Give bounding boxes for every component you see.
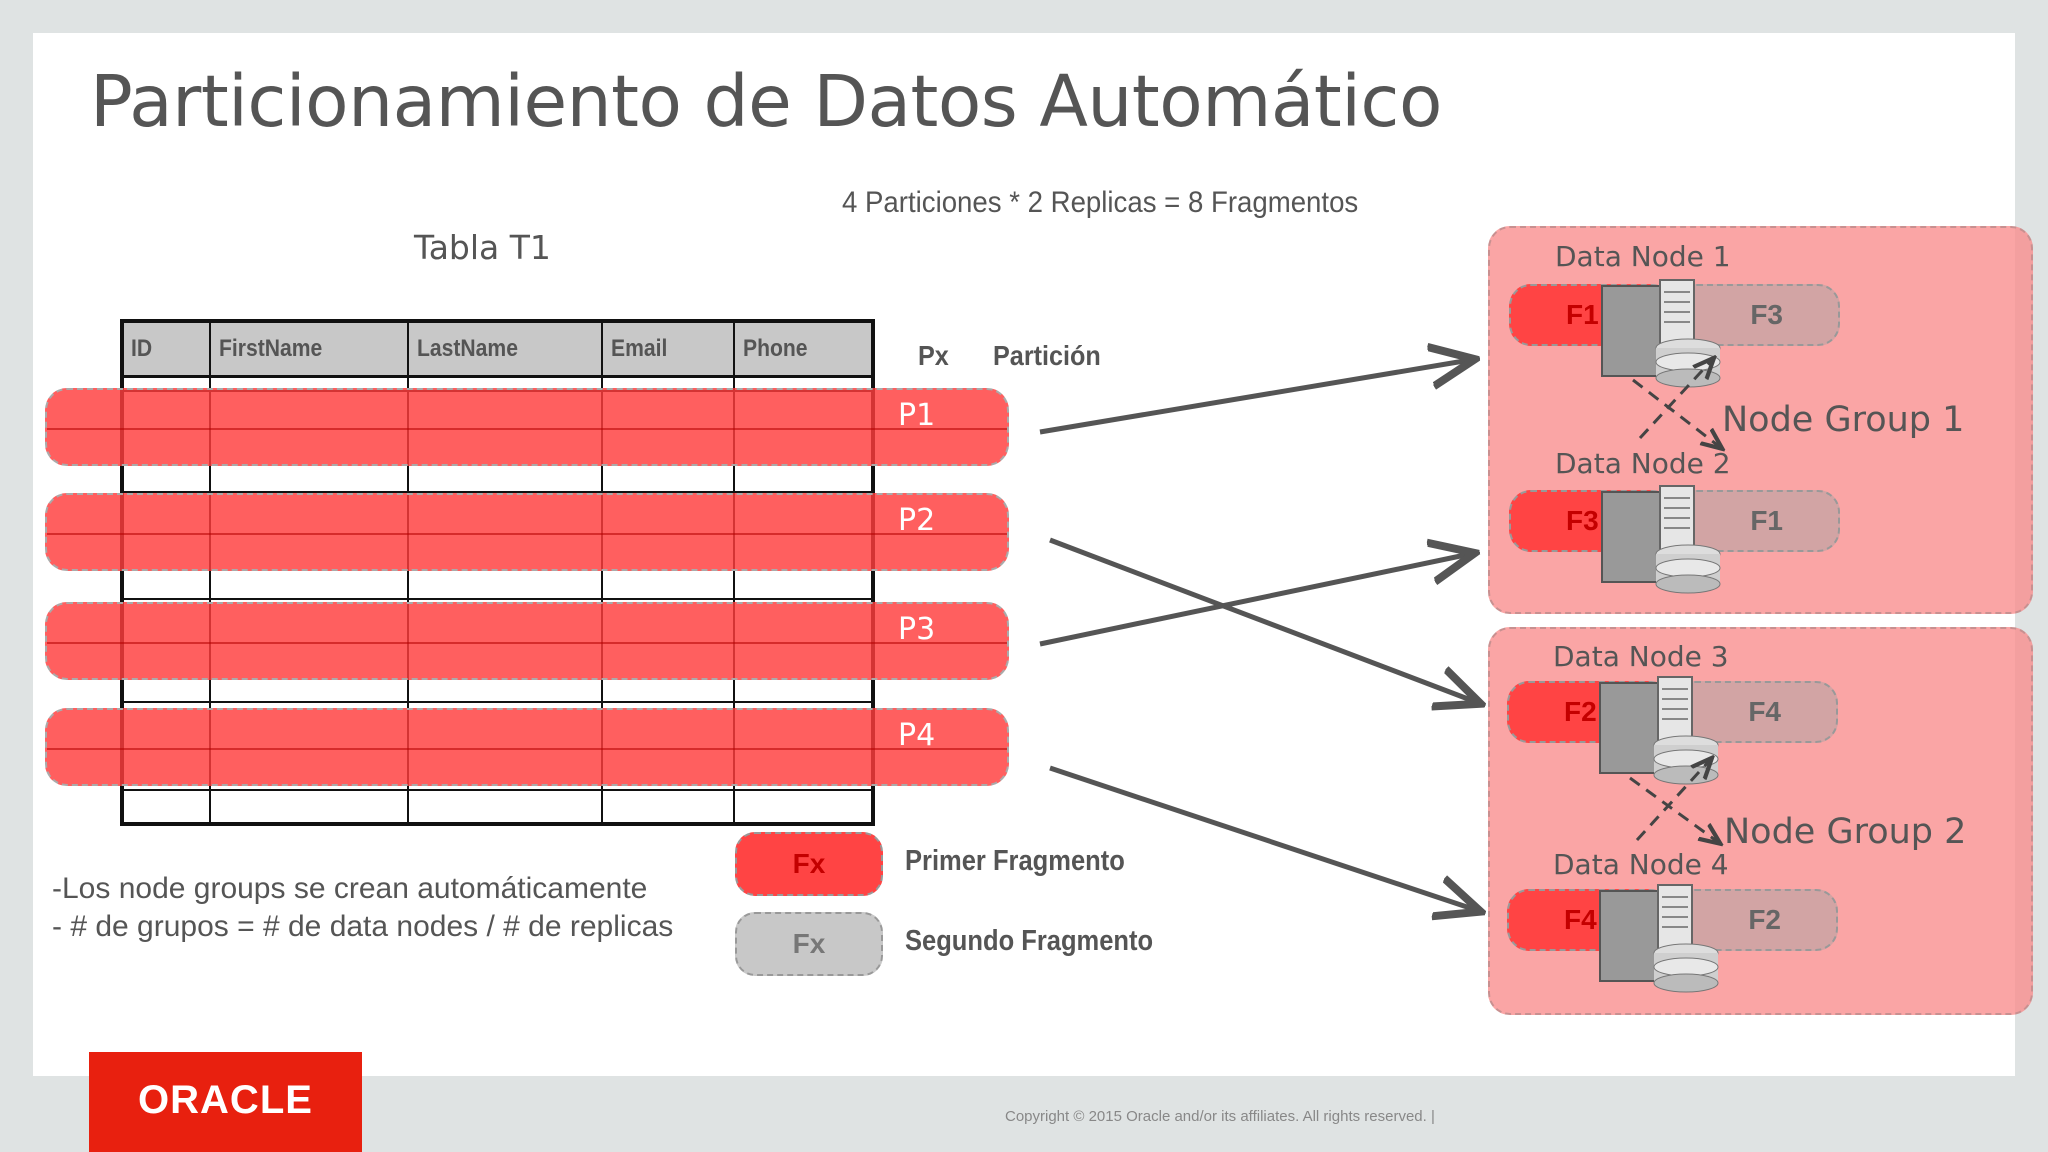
column-header-id: ID	[131, 335, 153, 362]
copyright-text: Copyright © 2015 Oracle and/or its affil…	[1005, 1108, 1435, 1125]
replication-arrow	[1629, 776, 1718, 842]
arrow-p4-to-data-node-4	[1049, 765, 1476, 910]
arrow-p2-to-data-node-3	[1049, 537, 1476, 702]
column-header-lastname: LastName	[417, 335, 518, 362]
column-header-email: Email	[611, 335, 668, 362]
data-node-3-label: Data Node 3	[1553, 640, 1729, 673]
partition-band-p2	[45, 493, 1009, 571]
legend-primary-label: Primer Fragmento	[905, 845, 1125, 877]
node-group-2-label: Node Group 2	[1724, 812, 1967, 852]
notes-text: -Los node groups se crean automáticament…	[52, 870, 673, 946]
note-line: - # de grupos = # de data nodes / # de r…	[52, 910, 674, 943]
slide-title: Particionamiento de Datos Automático	[90, 60, 1442, 143]
partition-label-p4: P4	[898, 718, 936, 753]
data-node-1-label: Data Node 1	[1555, 240, 1731, 273]
table-row-line	[124, 701, 871, 703]
node-group-1-label: Node Group 1	[1722, 400, 1965, 440]
replication-arrow	[1638, 360, 1712, 440]
table-row-line	[124, 491, 871, 493]
table-t1: ID FirstName LastName Email Phone	[120, 319, 875, 826]
partition-label-p1: P1	[898, 398, 936, 433]
oracle-logo-text: ORACLE	[138, 1078, 313, 1122]
particion-column-heading: Partición	[993, 340, 1101, 371]
partition-label-p2: P2	[898, 503, 936, 538]
table-divider	[601, 323, 603, 822]
partition-band-p3	[45, 602, 1009, 680]
table-divider	[209, 323, 211, 822]
replication-arrow	[1635, 760, 1710, 842]
server-icon	[1601, 279, 1721, 388]
legend-primary-swatch: Fx	[735, 832, 883, 896]
table-caption: Tabla T1	[414, 228, 551, 267]
server-icon	[1601, 485, 1721, 594]
data-node-4-label: Data Node 4	[1553, 848, 1729, 881]
replication-arrow	[1632, 378, 1720, 447]
fragment-secondary: F4	[1673, 681, 1838, 743]
oracle-logo: ORACLE	[89, 1052, 362, 1152]
note-line: -Los node groups se crean automáticament…	[52, 872, 648, 905]
table-divider	[407, 323, 409, 822]
table-row-line	[124, 598, 871, 600]
fragment-secondary: F3	[1675, 284, 1840, 346]
server-icon	[1599, 884, 1719, 993]
arrow-p3-to-data-node-2	[1039, 554, 1470, 647]
px-column-heading: Px	[918, 340, 949, 371]
legend-secondary-label: Segundo Fragmento	[905, 925, 1154, 957]
fragment-secondary: F2	[1673, 889, 1838, 951]
arrow-p1-to-data-node-1	[1039, 360, 1470, 435]
table-header-row	[124, 323, 871, 378]
table-divider	[733, 323, 735, 822]
table-row-line	[124, 789, 871, 791]
partition-band-p4	[45, 708, 1009, 786]
fragment-secondary: F1	[1675, 490, 1840, 552]
legend-secondary-swatch: Fx	[735, 912, 883, 976]
column-header-firstname: FirstName	[219, 335, 323, 362]
partition-band-p1	[45, 388, 1009, 466]
data-node-2-label: Data Node 2	[1555, 447, 1731, 480]
fragment-equation: 4 Particiones * 2 Replicas = 8 Fragmento…	[842, 186, 1359, 219]
partition-label-p3: P3	[898, 612, 936, 647]
column-header-phone: Phone	[743, 335, 808, 362]
